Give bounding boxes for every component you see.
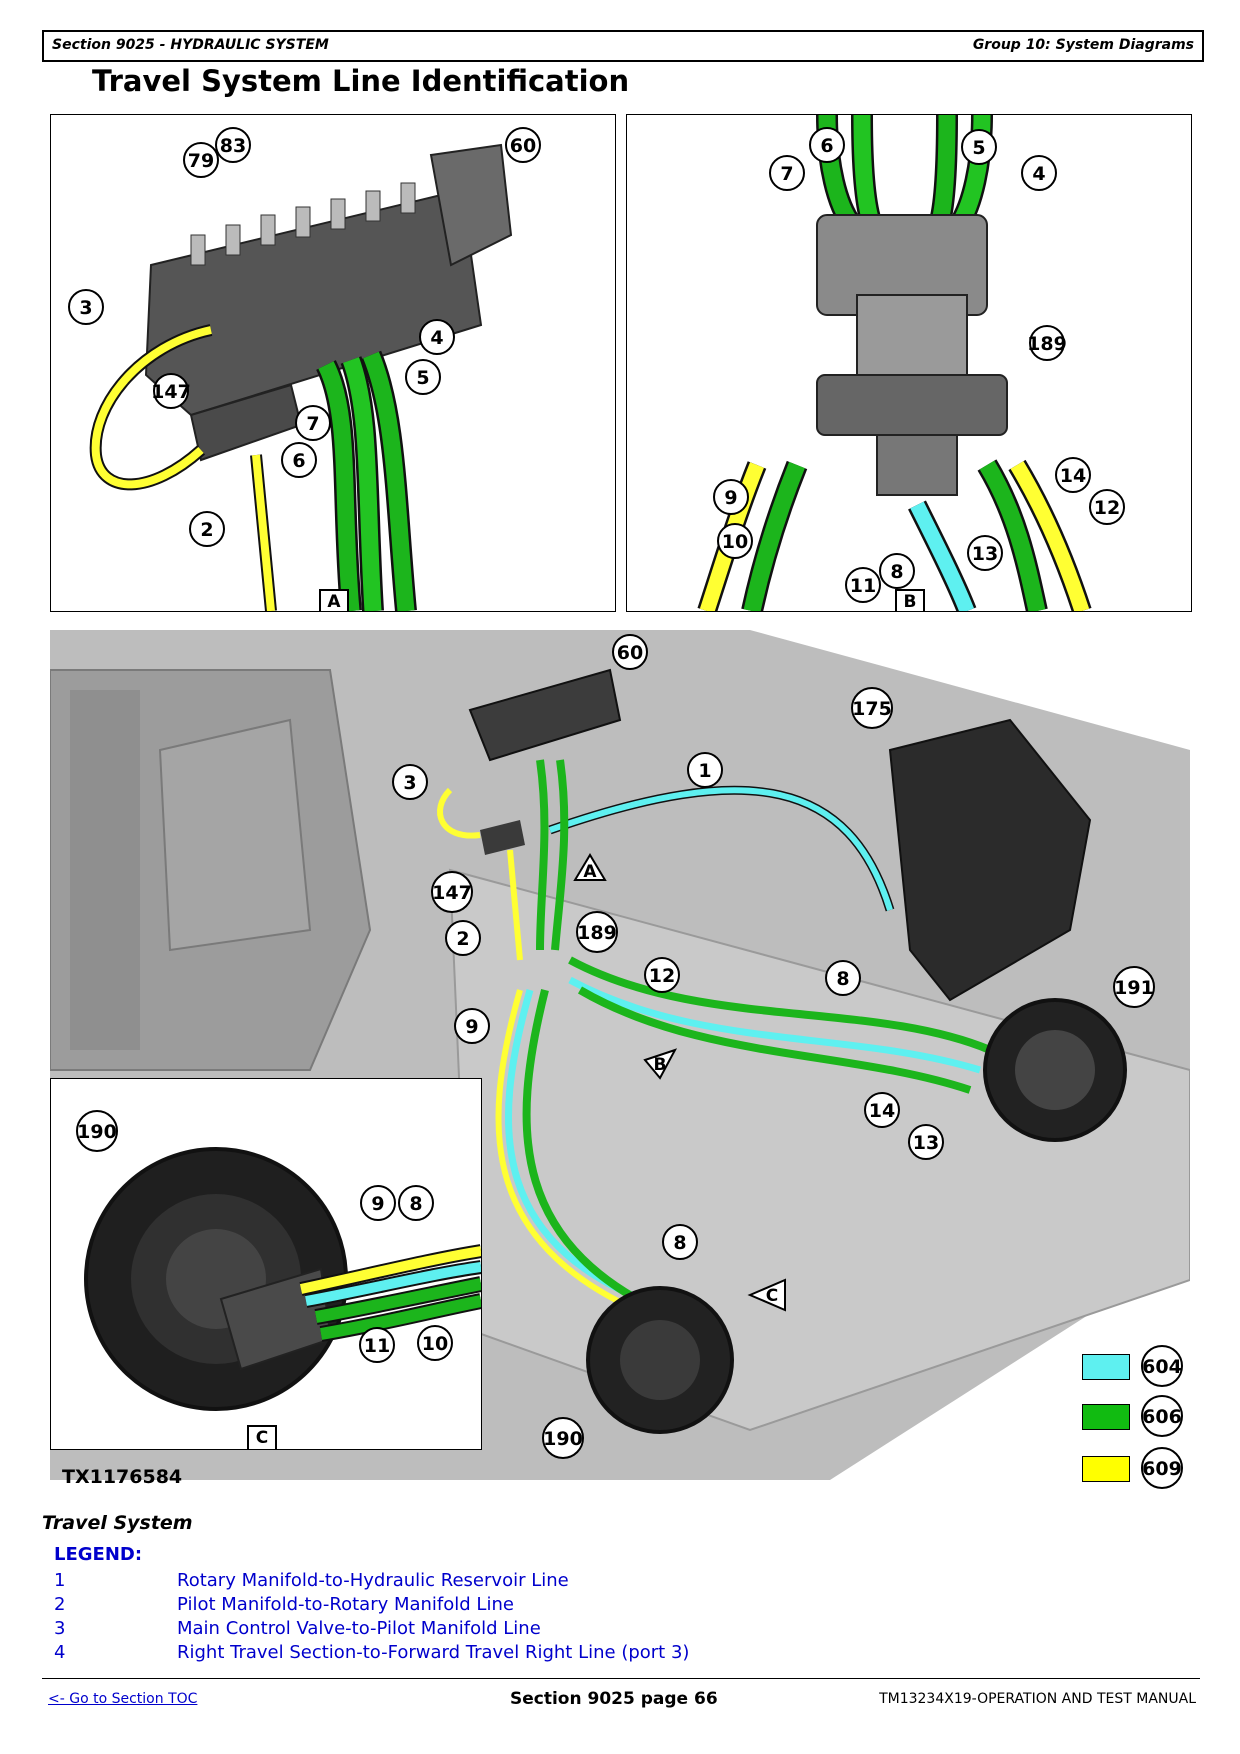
view-arrow-a: A [583, 862, 597, 882]
callout-190: 190 [543, 1428, 583, 1450]
panel-c-callouts: 190 9 8 11 10 [76, 1110, 453, 1363]
legend-item[interactable]: 3 Main Control Valve-to-Pilot Manifold L… [54, 1618, 954, 1642]
callout-6: 6 [820, 135, 833, 157]
panel-tag-c: C [247, 1425, 277, 1449]
panel-b-illustration: 6 5 7 4 189 9 14 12 10 13 8 11 [697, 115, 1125, 611]
swatch-606 [1082, 1404, 1130, 1430]
callout-189: 189 [1027, 333, 1067, 355]
callout-10: 10 [422, 1333, 448, 1355]
figure-id: TX1176584 [62, 1466, 183, 1488]
detail-panel-b: 6 5 7 4 189 9 14 12 10 13 8 11 B [626, 114, 1192, 612]
legend-item[interactable]: 4 Right Travel Section-to-Forward Travel… [54, 1642, 954, 1666]
legend-text[interactable]: Main Control Valve-to-Pilot Manifold Lin… [177, 1618, 541, 1639]
legend-number: 2 [54, 1594, 66, 1615]
callout-14: 14 [869, 1100, 895, 1122]
legend-text[interactable]: Pilot Manifold-to-Rotary Manifold Line [177, 1594, 514, 1615]
legend-list: 1 Rotary Manifold-to-Hydraulic Reservoir… [54, 1570, 954, 1666]
detail-panel-c: 190 9 8 11 10 C [50, 1078, 482, 1450]
page-header: Section 9025 - HYDRAULIC SYSTEM Group 10… [42, 30, 1204, 62]
panel-a-illustration: 79 83 60 3 147 7 6 4 5 2 [68, 127, 541, 611]
callout-79: 79 [188, 150, 214, 172]
callout-60: 60 [617, 642, 643, 664]
swatch-604 [1082, 1354, 1130, 1380]
callout-175: 175 [852, 698, 892, 720]
key-callout-609: 609 [1141, 1447, 1183, 1489]
callout-4: 4 [1032, 163, 1045, 185]
svg-text:609: 609 [1142, 1458, 1182, 1480]
callout-4: 4 [430, 327, 443, 349]
detail-panel-a: 79 83 60 3 147 7 6 4 5 2 A [50, 114, 616, 612]
callout-11: 11 [850, 575, 876, 597]
legend-text[interactable]: Right Travel Section-to-Forward Travel R… [177, 1642, 690, 1663]
callout-12: 12 [1094, 497, 1120, 519]
page-footer: <- Go to Section TOC Section 9025 page 6… [42, 1678, 1200, 1709]
callout-189: 189 [577, 922, 617, 944]
callout-10: 10 [722, 531, 748, 553]
legend-text[interactable]: Rotary Manifold-to-Hydraulic Reservoir L… [177, 1570, 569, 1591]
callout-9: 9 [465, 1016, 478, 1038]
legend-item[interactable]: 2 Pilot Manifold-to-Rotary Manifold Line [54, 1594, 954, 1618]
panel-tag-b: B [895, 589, 925, 611]
callout-191: 191 [1114, 977, 1154, 999]
group-label: Group 10: System Diagrams [972, 37, 1194, 53]
svg-text:606: 606 [1142, 1406, 1182, 1428]
legend-number: 3 [54, 1618, 66, 1639]
callout-190: 190 [77, 1121, 117, 1143]
panel-c-illustration: 190 9 8 11 10 [51, 1079, 481, 1449]
callout-8: 8 [409, 1193, 422, 1215]
legend-title: LEGEND: [54, 1544, 143, 1565]
figure-caption: Travel System [42, 1512, 193, 1534]
callout-9: 9 [371, 1193, 384, 1215]
panel-tag-a: A [319, 589, 349, 611]
page-title: Travel System Line Identification [92, 64, 630, 98]
section-label: Section 9025 - HYDRAULIC SYSTEM [52, 37, 329, 53]
view-arrow-c: C [766, 1286, 778, 1306]
legend-number: 4 [54, 1642, 66, 1663]
callout-8: 8 [890, 561, 903, 583]
key-callout-606: 606 [1141, 1395, 1183, 1437]
callout-2: 2 [200, 519, 213, 541]
callout-6: 6 [292, 450, 305, 472]
legend-number: 1 [54, 1570, 66, 1591]
svg-text:604: 604 [1142, 1356, 1182, 1378]
callout-5: 5 [416, 367, 429, 389]
swatch-609 [1082, 1456, 1130, 1482]
callout-147: 147 [432, 882, 472, 904]
callout-14: 14 [1060, 465, 1086, 487]
callout-11: 11 [364, 1335, 390, 1357]
callout-8: 8 [673, 1232, 686, 1254]
callout-1: 1 [698, 760, 711, 782]
callout-12: 12 [649, 965, 675, 987]
callout-7: 7 [780, 163, 793, 185]
callout-8: 8 [836, 968, 849, 990]
callout-83: 83 [220, 135, 246, 157]
panel-b-callouts: 6 5 7 4 189 9 14 12 10 13 8 11 [713, 127, 1125, 603]
callout-13: 13 [913, 1132, 939, 1154]
callout-9: 9 [724, 487, 737, 509]
callout-7: 7 [306, 413, 319, 435]
legend-item[interactable]: 1 Rotary Manifold-to-Hydraulic Reservoir… [54, 1570, 954, 1594]
main-callouts: 60 175 3 1 147 2 189 12 8 191 9 14 13 8 … [392, 634, 1155, 1459]
view-arrows: A B C [573, 853, 786, 1312]
callout-60: 60 [510, 135, 536, 157]
key-callout-604: 604 [1141, 1345, 1183, 1387]
callout-13: 13 [972, 543, 998, 565]
callout-3: 3 [79, 297, 92, 319]
callout-147: 147 [151, 381, 191, 403]
toc-link[interactable]: <- Go to Section TOC [48, 1691, 198, 1707]
page-number: Section 9025 page 66 [510, 1689, 718, 1709]
callout-3: 3 [403, 772, 416, 794]
callout-5: 5 [972, 137, 985, 159]
view-arrow-b: B [654, 1055, 667, 1075]
panel-a-callouts: 79 83 60 3 147 7 6 4 5 2 [68, 127, 541, 547]
callout-2: 2 [456, 928, 469, 950]
manual-name: TM13234X19-OPERATION AND TEST MANUAL [879, 1691, 1196, 1707]
